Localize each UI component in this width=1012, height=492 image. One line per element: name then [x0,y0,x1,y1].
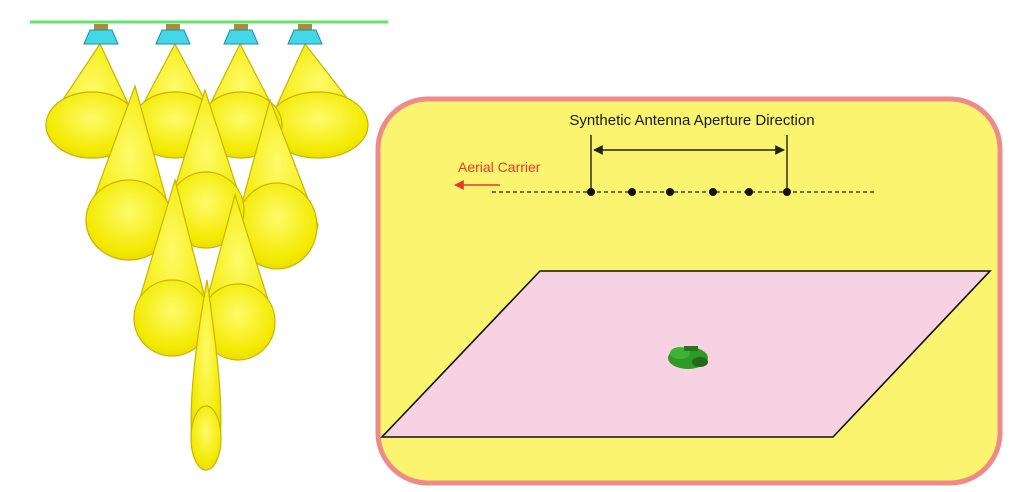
ground-target [668,346,708,369]
emitter [287,24,323,45]
emitter [83,24,119,45]
antenna-positions [587,188,791,196]
antenna-position-dot [709,188,717,196]
emitter [223,24,259,45]
sar-panel: Synthetic Antenna Aperture Direction Aer… [375,96,1003,486]
antenna-position-dot [628,188,636,196]
antenna-position-dot [745,188,753,196]
antenna-position-dot [783,188,791,196]
aperture-direction-label: Synthetic Antenna Aperture Direction [569,112,814,129]
phased-array-group [30,20,388,471]
aerial-carrier-label: Aerial Carrier [458,159,541,175]
antenna-position-dot [666,188,674,196]
main-beam [190,279,222,471]
emitter-array [83,24,323,45]
emitter [155,24,191,45]
antenna-position-dot [587,188,595,196]
beam-lobe-tip [190,405,222,471]
